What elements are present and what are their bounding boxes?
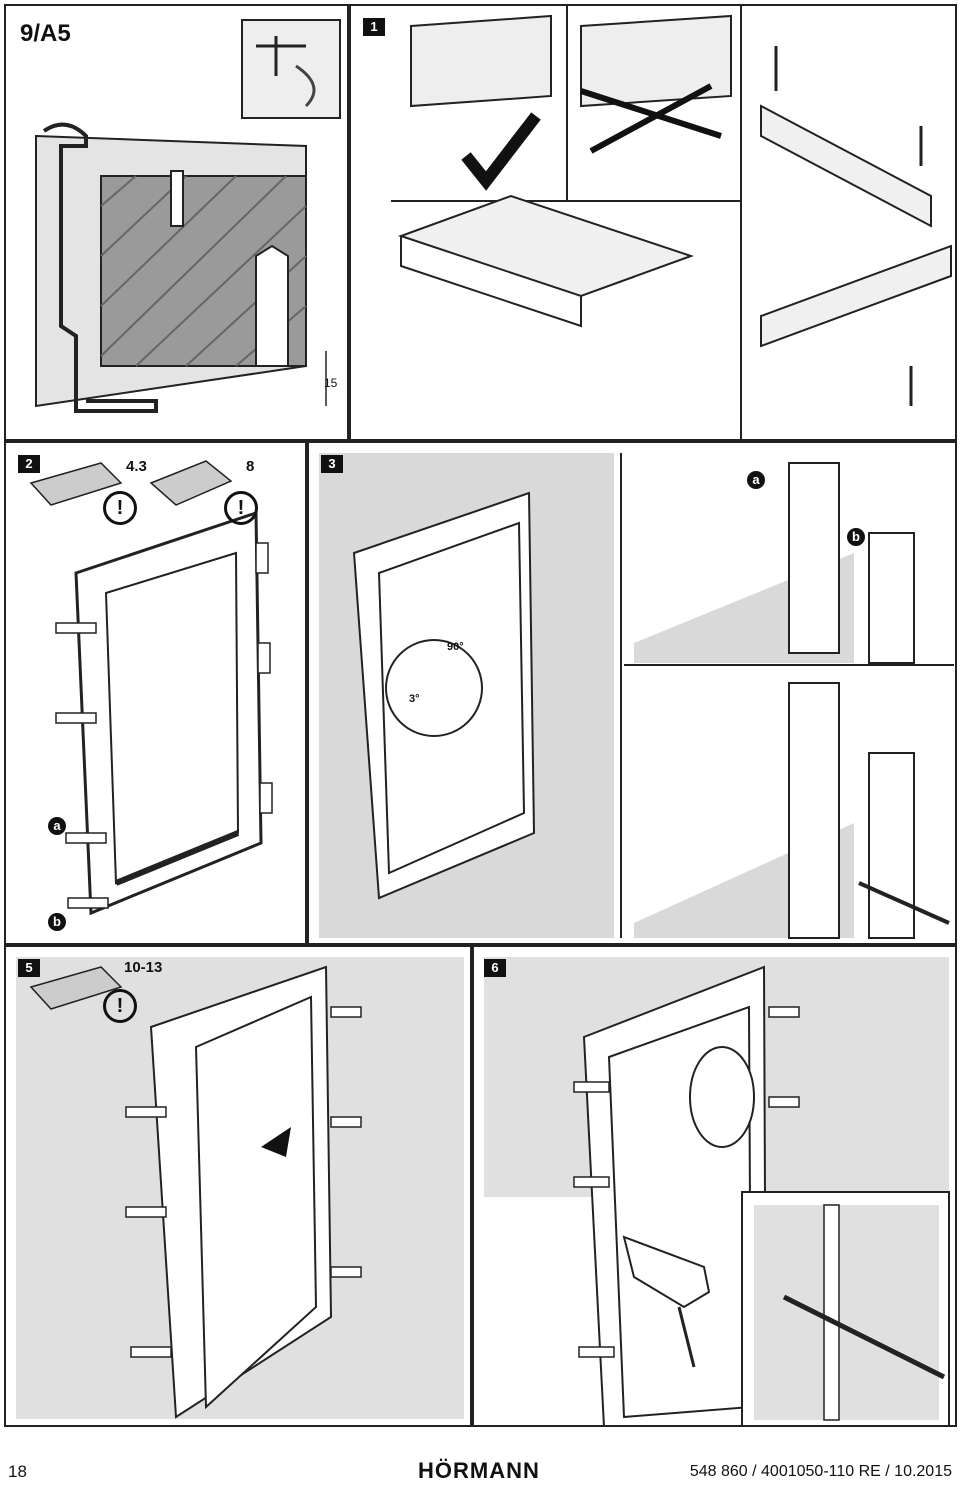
step-badge: 6 [484,959,506,977]
checkmark-icon [461,112,541,191]
step-badge: 5 [18,959,40,977]
drill-icon [622,1235,711,1309]
doc-code: 9/A5 [20,20,71,47]
door-fixing-drawing [484,957,950,1425]
page-number: 18 [8,1462,27,1481]
panel-step-6: 6 [472,945,957,1427]
frame-alignment-drawing [319,453,954,939]
panel-step-2: 2 4.3 8 ! ! a b [4,441,307,945]
panel-detail-a5: 9/A5 15 [4,4,349,441]
step-badge: 2 [18,455,40,473]
panel-step-1: 1 [349,4,957,441]
cross-icon [580,83,722,154]
arrow-icon [261,1127,291,1157]
warning-icon: ! [224,491,258,525]
frame-install-drawing [29,460,273,916]
brand-logo: HÖRMANN [418,1458,540,1483]
dimension-15: 15 [324,376,338,390]
step-badge: 3 [321,455,343,473]
screw-size-1013: 10-13 [124,959,163,976]
warning-icon: ! [103,989,137,1023]
callout-b: b [847,528,865,546]
screw-size-8: 8 [246,458,255,475]
panel-step-3: 3 90° 3° a b [307,441,957,945]
screw-size-43: 4.3 [126,458,147,475]
warning-icon: ! [103,491,137,525]
door-hang-drawing [16,957,464,1419]
angle-90: 90° [447,641,464,653]
document-reference: 548 860 / 4001050-110 RE / 10.2015 [689,1463,952,1480]
panel-step-5: 5 10-13 ! [4,945,472,1427]
step-badge: 1 [363,18,385,36]
wall-anchor-drawing [35,19,341,413]
callout-b: b [48,913,66,931]
frame-assembly-drawing [391,6,952,439]
callout-a: a [48,817,66,835]
callout-a: a [747,471,765,489]
angle-3: 3° [409,693,420,705]
